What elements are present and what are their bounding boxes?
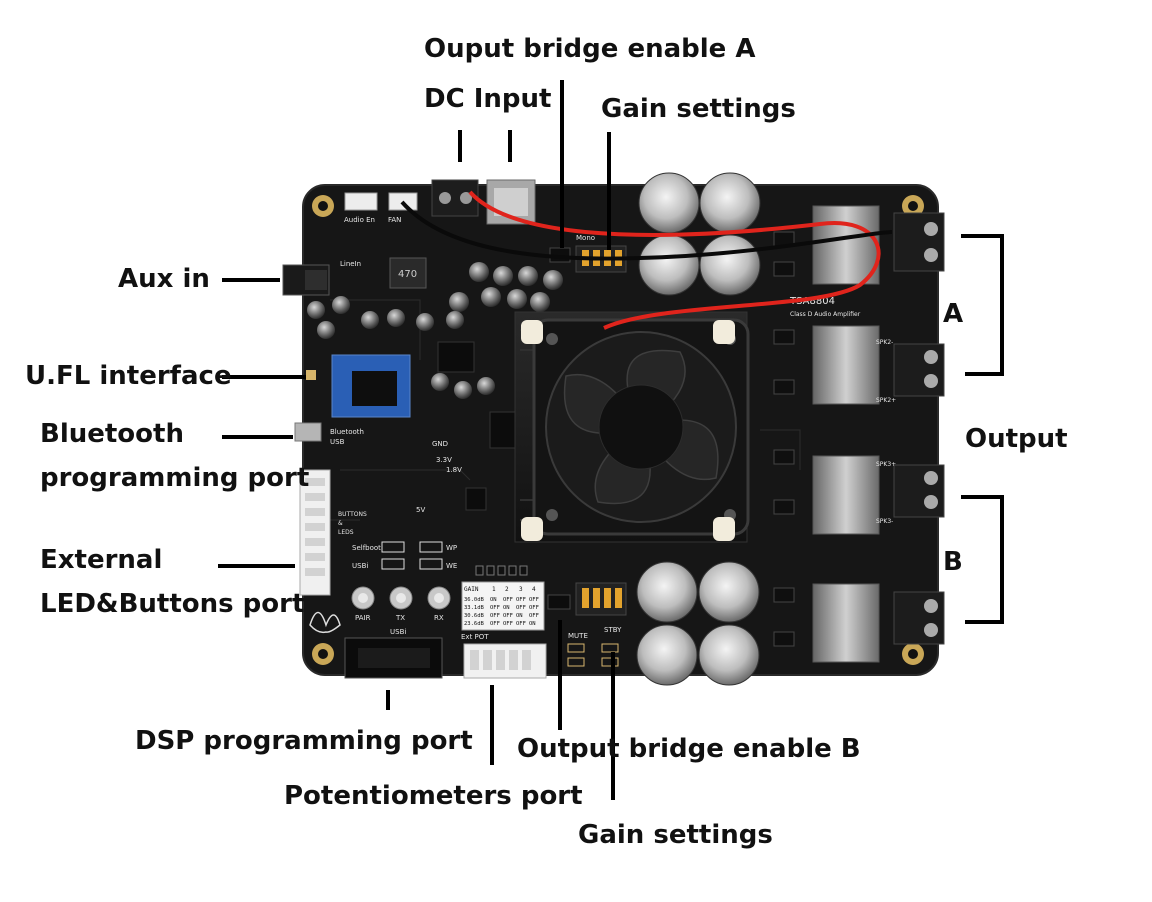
label-gain-settings-bottom: Gain settings [578, 820, 773, 850]
label-potentiometers-port: Potentiometers port [284, 781, 583, 811]
silk-audio-en: Audio En [344, 216, 375, 224]
silk-fan: FAN [388, 216, 401, 224]
output-terminals [893, 212, 945, 645]
label-output-bridge-enable-b: Output bridge enable B [517, 734, 861, 764]
table-row: 36.0dB ON OFF OFF OFF [464, 597, 539, 603]
silk-spk2-plus: SPK2+ [876, 397, 896, 404]
silk-linein: LineIn [340, 260, 361, 268]
wire-black [400, 200, 893, 261]
push-buttons [351, 586, 451, 610]
label-gain-settings-top: Gain settings [601, 94, 796, 124]
gain-cell: OFF [503, 597, 513, 603]
label-dc-input: DC Input [424, 84, 552, 114]
silk-pair: PAIR [355, 614, 371, 622]
silk-gnd: GND [432, 440, 448, 448]
gain-cell: OFF [503, 621, 513, 627]
gain-table-header-0: GAIN [464, 586, 479, 593]
label-output-bridge-enable-a: Ouput bridge enable A [424, 34, 756, 64]
silk-we: WE [446, 562, 457, 570]
output-inductors [812, 205, 880, 663]
label-bluetooth-line1: Bluetooth [40, 419, 184, 449]
label-channel-b: B [943, 547, 963, 577]
gain-cell: OFF [529, 613, 539, 619]
gain-table-header-1: 1 [492, 586, 496, 593]
silk-33v: 3.3V [436, 456, 452, 464]
gain-cell: OFF [529, 605, 539, 611]
gain-cell: OFF [490, 605, 500, 611]
gain-cell: ON [516, 613, 523, 619]
gain-cell: OFF [529, 597, 539, 603]
label-channel-a: A [943, 299, 964, 329]
mounting-hole-bl [312, 643, 334, 665]
table-row: 23.6dB OFF OFF OFF ON [464, 621, 536, 627]
gain-cell: ON [529, 621, 536, 627]
silk-spk3-minus: SPK3- [876, 518, 893, 525]
gain-cell: 23.6dB [464, 621, 485, 627]
label-ufl-interface: U.FL interface [25, 361, 232, 391]
silk-tx: TX [395, 614, 405, 622]
silk-leds: LEDS [338, 529, 354, 536]
silk-wp: WP [446, 544, 457, 552]
mounting-hole-br [902, 643, 924, 665]
label-external-line1: External [40, 545, 163, 575]
mounting-hole-tr [902, 195, 924, 217]
silk-spk2-minus: SPK2- [876, 339, 893, 346]
gain-cell: ON [503, 605, 510, 611]
gain-cell: OFF [490, 613, 500, 619]
silk-usbi: USBi [352, 562, 368, 570]
gain-cell: OFF [516, 621, 526, 627]
silk-bluetooth: Bluetooth [330, 428, 364, 436]
gain-cell: ON [490, 597, 497, 603]
silk-rx: RX [434, 614, 444, 622]
gain-table-header-4: 4 [532, 586, 536, 593]
gain-table: GAIN 1 2 3 4 36.0dB ON OFF OFF OFF 33.1d… [461, 581, 545, 631]
gain-cell: 36.0dB [464, 597, 485, 603]
label-bluetooth-line2: programming port [40, 463, 310, 493]
label-dsp-programming-port: DSP programming port [135, 726, 473, 756]
gain-cell: OFF [490, 621, 500, 627]
standoffs [521, 320, 735, 541]
silk-5v: 5V [416, 506, 425, 514]
table-row: 30.6dB OFF OFF ON OFF [464, 613, 539, 619]
silk-inductor: 470 [398, 269, 417, 280]
silk-18v: 1.8V [446, 466, 462, 474]
gain-cell: 33.1dB [464, 605, 485, 611]
mounting-hole-tl [312, 195, 334, 217]
silk-model-sub: Class D Audio Amplifier [790, 311, 861, 318]
label-output: Output [965, 424, 1068, 454]
gain-table-header: GAIN 1 2 3 4 [464, 586, 536, 593]
silk-usbi-header: USBi [390, 628, 406, 636]
silk-usb: USB [330, 438, 345, 446]
silk-buttons: BUTTONS [338, 511, 367, 518]
gain-table-header-3: 3 [519, 586, 523, 593]
silk-model: TSA8804 [789, 296, 835, 307]
gain-cell: 30.6dB [464, 613, 485, 619]
gain-cell: OFF [516, 597, 526, 603]
annotation-lines [218, 80, 1004, 800]
gain-cell: OFF [516, 605, 526, 611]
label-aux-in: Aux in [118, 264, 210, 294]
lotus-logo [309, 611, 341, 634]
small-capacitors [307, 262, 563, 399]
gain-cell: OFF [503, 613, 513, 619]
gain-table-header-2: 2 [505, 586, 509, 593]
large-capacitors-top [638, 172, 761, 296]
silk-ext-pot: Ext POT [461, 633, 489, 641]
micro-usb-port [294, 422, 322, 442]
table-row: 33.1dB OFF ON OFF OFF [464, 605, 539, 611]
silk-selfboot: Selfboot [352, 544, 381, 552]
large-capacitors-bottom [636, 561, 760, 686]
label-external-line2: LED&Buttons port [40, 589, 305, 619]
silk-spk3-plus: SPK3+ [876, 461, 896, 468]
silk-stby: STBY [604, 626, 622, 634]
silk-mono: Mono [576, 234, 595, 242]
silk-mute: MUTE [568, 632, 588, 640]
silk-and: & [338, 520, 343, 527]
